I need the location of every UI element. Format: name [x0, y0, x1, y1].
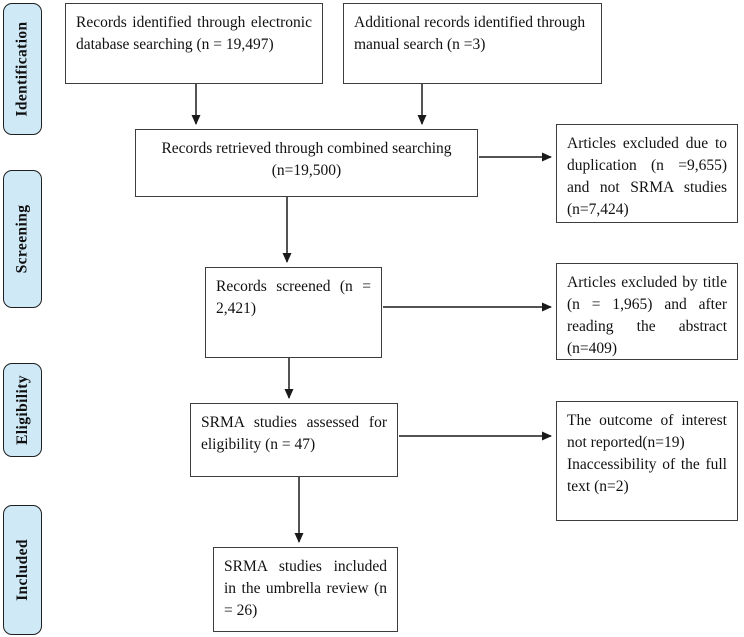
- box-excluded-by-title: Articles excluded by title (n = 1,965) a…: [556, 263, 738, 360]
- box-additional-records: Additional records identified through ma…: [343, 3, 602, 84]
- stage-label-text: Eligibility: [13, 375, 31, 445]
- stage-label-identification: Identification: [3, 3, 42, 135]
- box-text-line2: Inaccessibility of the full text (n=2): [567, 456, 727, 495]
- stage-label-text: Included: [13, 539, 31, 601]
- box-records-identified: Records identified through electronic da…: [65, 3, 323, 84]
- box-records-combined: Records retrieved through combined searc…: [135, 129, 478, 197]
- box-text-line2: (n=19,500): [271, 162, 342, 179]
- box-text-line1: The outcome of interest not reported(n=1…: [567, 412, 727, 451]
- box-text-line1: Records retrieved through combined searc…: [161, 140, 452, 157]
- stage-label-text: Identification: [13, 21, 31, 117]
- box-excluded-duplication: Articles excluded due to duplication (n …: [556, 124, 738, 223]
- box-included-review: SRMA studies included in the umbrella re…: [213, 547, 398, 632]
- box-records-screened: Records screened (n = 2,421): [205, 267, 382, 358]
- box-text: SRMA studies assessed for eligibility (n…: [201, 414, 387, 453]
- box-text: Articles excluded due to duplication (n …: [567, 135, 727, 218]
- stage-label-eligibility: Eligibility: [3, 363, 42, 457]
- box-text: Records identified through electronic da…: [76, 14, 312, 53]
- box-excluded-outcome: The outcome of interest not reported(n=1…: [556, 401, 738, 521]
- box-assessed-eligibility: SRMA studies assessed for eligibility (n…: [190, 403, 398, 477]
- box-text: Articles excluded by title (n = 1,965) a…: [567, 274, 727, 357]
- stage-label-screening: Screening: [3, 170, 42, 308]
- box-text: Records screened (n = 2,421): [216, 278, 371, 317]
- box-text: Additional records identified through ma…: [354, 14, 586, 53]
- stage-label-text: Screening: [13, 204, 31, 274]
- box-text: SRMA studies included in the umbrella re…: [224, 558, 387, 619]
- stage-label-included: Included: [3, 505, 42, 635]
